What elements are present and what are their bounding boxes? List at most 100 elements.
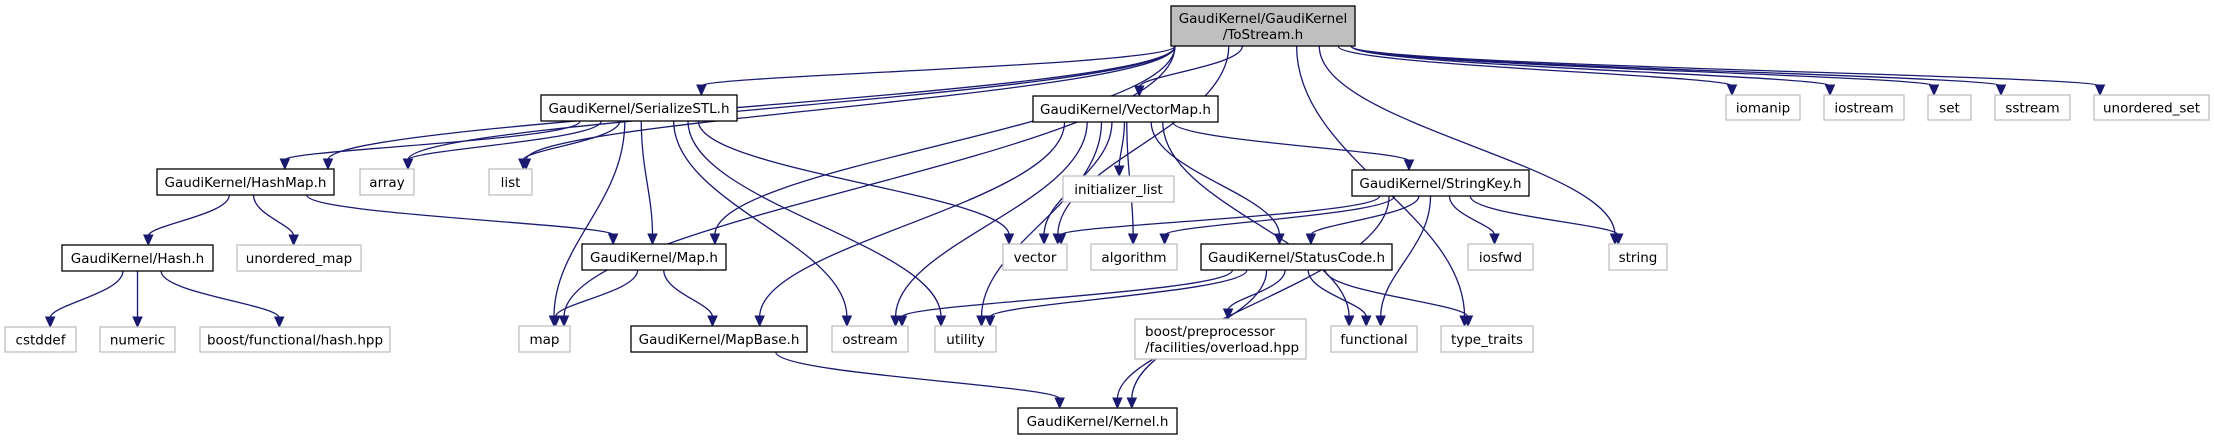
node-hashmap[interactable]: GaudiKernel/HashMap.h bbox=[156, 168, 335, 196]
node-label: /ToStream.h bbox=[1223, 27, 1303, 43]
edge-line bbox=[759, 121, 1066, 318]
arrowhead-icon bbox=[1343, 315, 1355, 328]
edge-line bbox=[714, 45, 1176, 236]
node-vector: vector bbox=[1002, 243, 1068, 271]
node-kernel[interactable]: GaudiKernel/Kernel.h bbox=[1017, 407, 1178, 435]
arrowhead-icon bbox=[647, 233, 658, 246]
arrowhead-icon bbox=[1038, 233, 1050, 246]
edge-line bbox=[407, 45, 1176, 161]
edge-line bbox=[640, 120, 654, 236]
arrowhead-icon bbox=[2094, 84, 2106, 97]
node-unordered-set: unordered_set bbox=[2093, 94, 2210, 121]
arrowhead-icon bbox=[1462, 315, 1474, 328]
edge-line bbox=[1060, 195, 1381, 236]
edge-line bbox=[1337, 45, 1733, 87]
arrowhead-icon bbox=[1612, 233, 1624, 246]
arrowhead-icon bbox=[1360, 315, 1372, 328]
node-label: GaudiKernel/GaudiKernel bbox=[1179, 11, 1348, 27]
node-box bbox=[1134, 318, 1307, 360]
node-tostream[interactable]: GaudiKernel/GaudiKernel/ToStream.h bbox=[1170, 5, 1356, 47]
node-label: unordered_set bbox=[2103, 101, 2200, 117]
arrowhead-icon bbox=[44, 316, 56, 329]
edge-statuscode-to-ostream bbox=[896, 269, 1234, 328]
node-label: sstream bbox=[2005, 101, 2059, 117]
node-label: GaudiKernel/HashMap.h bbox=[165, 175, 327, 191]
edge-stringkey-to-statuscode bbox=[1305, 195, 1420, 246]
arrowhead-icon bbox=[1054, 397, 1065, 410]
node-numeric: numeric bbox=[99, 326, 176, 353]
edge-tostream-to-serializestl bbox=[696, 45, 1176, 97]
edge-line bbox=[522, 120, 621, 161]
edge-maph-to-map bbox=[550, 269, 639, 328]
node-box bbox=[630, 325, 808, 353]
node-label: GaudiKernel/StringKey.h bbox=[1359, 176, 1521, 192]
node-box bbox=[4, 326, 77, 353]
arrowhead-icon bbox=[1112, 397, 1123, 410]
node-label: GaudiKernel/Map.h bbox=[590, 250, 718, 266]
edge-serializestl-to-utility bbox=[687, 120, 947, 328]
edge-statuscode-to-boost_overload bbox=[1222, 269, 1286, 321]
node-utility: utility bbox=[934, 325, 997, 353]
node-box bbox=[1467, 243, 1534, 271]
node-label: set bbox=[1939, 101, 1960, 117]
edge-line bbox=[775, 351, 1061, 400]
edge-line bbox=[901, 269, 1234, 318]
edge-line bbox=[554, 269, 639, 318]
edge-line bbox=[407, 120, 602, 161]
node-box bbox=[236, 244, 362, 272]
edge-line bbox=[894, 121, 1088, 318]
arrowhead-icon bbox=[841, 315, 853, 328]
node-maph[interactable]: GaudiKernel/Map.h bbox=[581, 243, 727, 271]
node-mapbase[interactable]: GaudiKernel/MapBase.h bbox=[630, 325, 808, 353]
arrowhead-icon bbox=[890, 315, 901, 328]
arrowhead-icon bbox=[279, 158, 291, 171]
edge-hashmap-to-hash bbox=[143, 194, 230, 247]
node-cstddef: cstddef bbox=[4, 326, 77, 353]
arrowhead-icon bbox=[402, 158, 414, 171]
edge-line bbox=[1448, 195, 1496, 236]
node-label: list bbox=[501, 175, 521, 191]
arrowhead-icon bbox=[896, 315, 908, 328]
node-sstream: sstream bbox=[1994, 94, 2071, 121]
edge-tostream-to-maph bbox=[709, 45, 1176, 246]
edge-hash-to-numeric bbox=[132, 270, 143, 329]
edge-serializestl-to-ostream bbox=[673, 120, 853, 328]
edge-line bbox=[49, 270, 124, 319]
node-serializestl[interactable]: GaudiKernel/SerializeSTL.h bbox=[540, 94, 738, 122]
edge-line bbox=[1131, 195, 1390, 400]
node-box bbox=[156, 168, 335, 196]
edge-line bbox=[525, 45, 1176, 161]
arrowhead-icon bbox=[1003, 233, 1015, 246]
edge-vectormap-to-utility bbox=[976, 121, 1103, 328]
node-label: boost/preprocessor bbox=[1145, 324, 1275, 340]
node-statuscode[interactable]: GaudiKernel/StatusCode.h bbox=[1200, 243, 1393, 271]
edge-serializestl-to-map bbox=[548, 120, 626, 328]
node-box bbox=[581, 243, 727, 271]
node-boost-hash: boost/functional/hash.hpp bbox=[199, 326, 391, 353]
node-box bbox=[934, 325, 997, 353]
node-stringkey[interactable]: GaudiKernel/StringKey.h bbox=[1351, 169, 1530, 197]
edge-line bbox=[687, 120, 942, 318]
node-array: array bbox=[359, 168, 415, 196]
edge-serializestl-to-list bbox=[518, 120, 621, 171]
edge-stringkey-to-string bbox=[1469, 195, 1624, 246]
node-initializer-list: initializer_list bbox=[1062, 175, 1175, 203]
edge-line bbox=[1310, 195, 1420, 236]
edge-line bbox=[284, 120, 581, 161]
node-vectormap[interactable]: GaudiKernel/VectorMap.h bbox=[1032, 95, 1219, 123]
edge-line bbox=[1118, 121, 1126, 168]
node-hash[interactable]: GaudiKernel/Hash.h bbox=[61, 244, 214, 272]
edge-line bbox=[1380, 195, 1432, 318]
node-box bbox=[1170, 5, 1356, 47]
node-label: iomanip bbox=[1736, 101, 1790, 117]
node-box bbox=[1994, 94, 2071, 121]
arrowhead-icon bbox=[1305, 233, 1317, 246]
node-box bbox=[359, 168, 415, 196]
edge-tostream-to-iomanip bbox=[1337, 45, 1738, 97]
node-box bbox=[2093, 94, 2210, 121]
edge-line bbox=[1324, 269, 1469, 318]
node-label: /facilities/overload.hpp bbox=[1145, 340, 1299, 356]
edge-tostream-to-string bbox=[1318, 45, 1621, 246]
edge-stringkey-to-functional bbox=[1375, 195, 1432, 328]
